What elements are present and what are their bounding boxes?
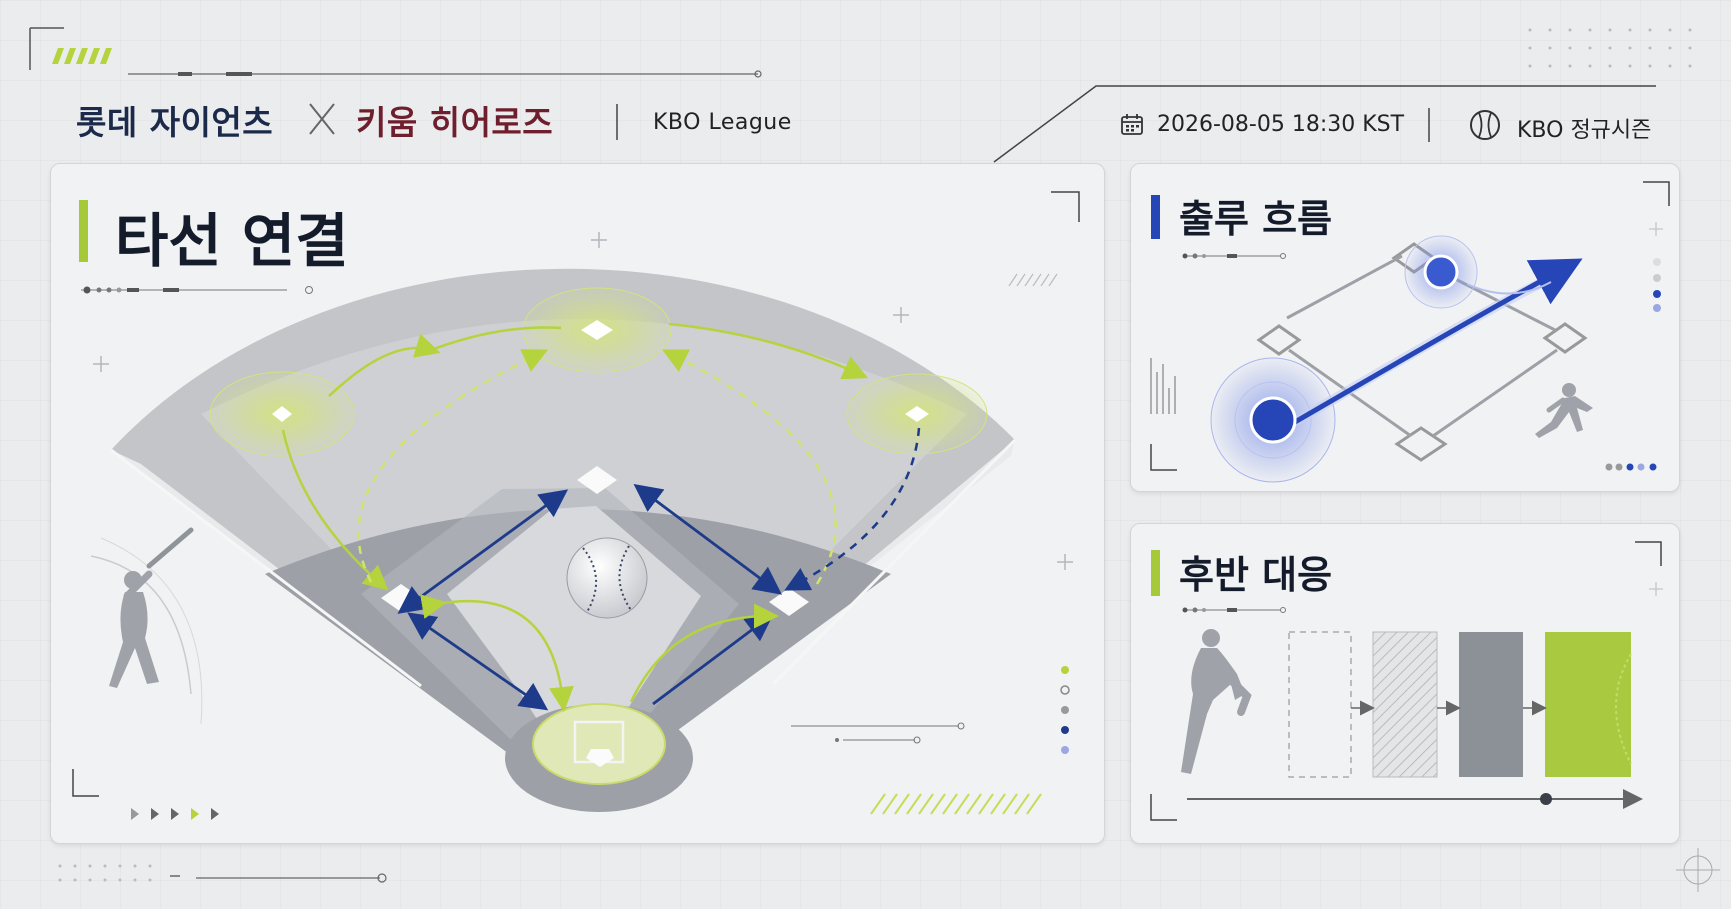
panel-accent-bar — [1151, 195, 1160, 239]
runner-silhouette — [1535, 383, 1593, 438]
baseball-field-diagram — [72, 191, 1080, 820]
panel-accent-bar — [79, 200, 88, 262]
away-team-name: 키움 히어로즈 — [356, 103, 554, 142]
home-team-name: 롯데 자이언츠 — [76, 103, 274, 142]
lineup-connection-panel: 타선 연결 — [50, 163, 1105, 844]
panel-title: 타선 연결 — [115, 207, 349, 275]
panel-title: 출루 흐름 — [1179, 197, 1333, 241]
onbase-flow-diagram — [1150, 181, 1670, 483]
league-label: KBO League — [653, 110, 792, 135]
baseball-icon — [1470, 110, 1500, 140]
game-datetime: 2026-08-05 18:30 KST — [1157, 112, 1405, 137]
calendar-icon — [1121, 114, 1143, 135]
late-game-response-panel: 후반 대응 — [1130, 523, 1680, 844]
season-label: KBO 정규시즌 — [1517, 118, 1652, 143]
late-game-diagram — [1150, 541, 1663, 821]
panel-title: 후반 대응 — [1179, 553, 1333, 597]
panel-accent-bar — [1151, 550, 1160, 596]
pitcher-silhouette — [1181, 629, 1252, 774]
batter-silhouette — [90, 527, 203, 725]
onbase-flow-panel: 출루 흐름 — [1130, 163, 1680, 492]
